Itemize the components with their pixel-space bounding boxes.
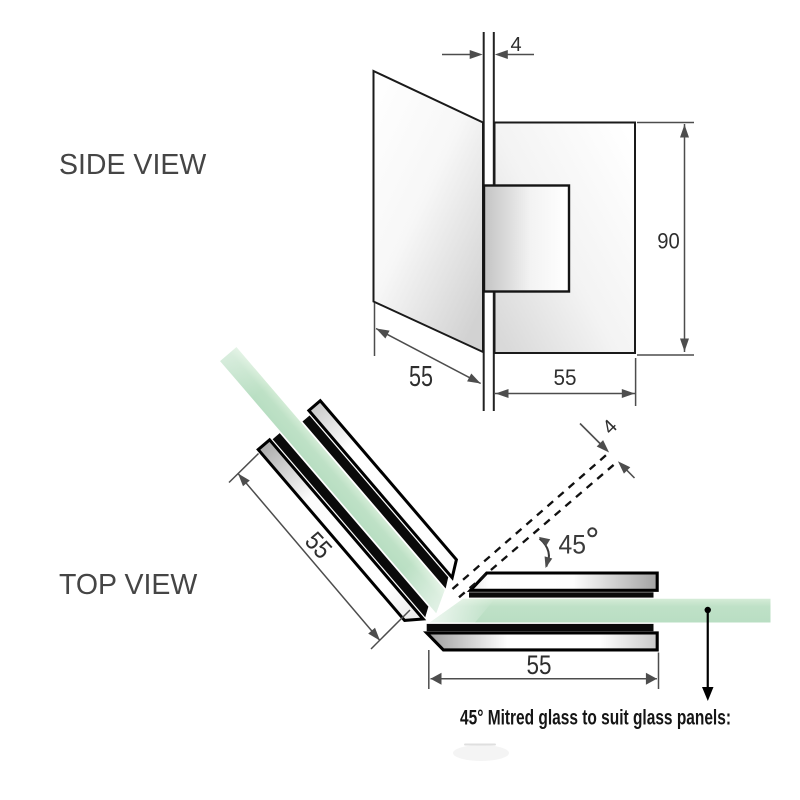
svg-text:TOP VIEW: TOP VIEW (59, 569, 197, 601)
svg-text:55: 55 (409, 361, 433, 393)
svg-text:4: 4 (510, 34, 521, 56)
svg-text:SIDE VIEW: SIDE VIEW (59, 149, 206, 181)
svg-text:90: 90 (657, 229, 680, 254)
svg-text:55: 55 (527, 650, 552, 680)
svg-text:45: 45 (559, 530, 587, 560)
svg-text:45° Mitred glass to suit glass: 45° Mitred glass to suit glass panels: (460, 706, 731, 730)
svg-text:55: 55 (554, 365, 577, 390)
